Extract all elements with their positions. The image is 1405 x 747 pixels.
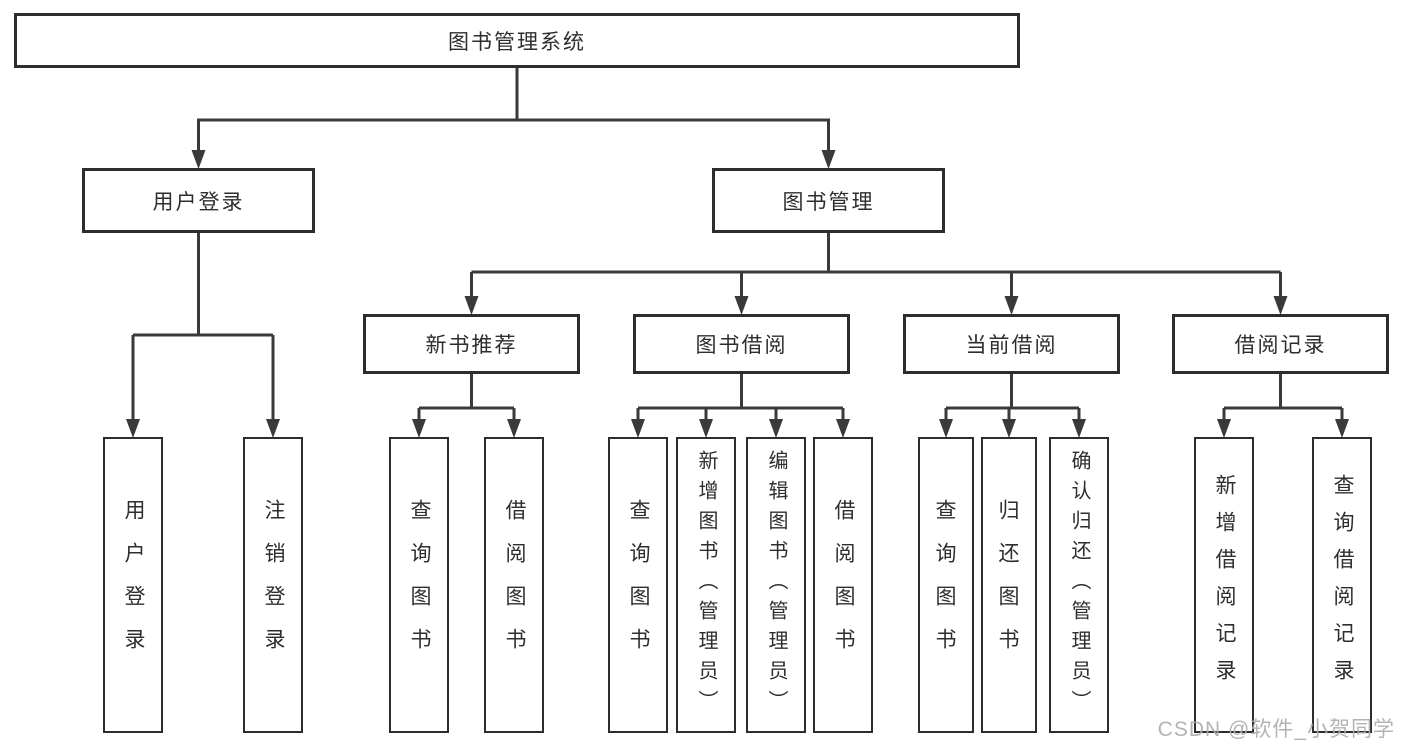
leaf-query-borrow-record: 查询借阅记录	[1312, 437, 1372, 733]
leaf-logout: 注销登录	[243, 437, 303, 733]
leaf-user-login: 用户登录	[103, 437, 163, 733]
connector-book-management-branch	[470, 233, 1282, 298]
connector-user-login-branch	[131, 233, 275, 421]
leaf-query-books-borrowing: 查询图书	[608, 437, 668, 733]
node-current-borrowing: 当前借阅	[903, 314, 1120, 374]
arrowheads	[126, 150, 1349, 438]
connector-book-borrow-branch	[636, 374, 845, 421]
leaf-add-borrow-record: 新增借阅记录	[1194, 437, 1254, 733]
node-borrowing-records: 借阅记录	[1172, 314, 1389, 374]
connector-root-to-level2	[197, 68, 830, 152]
node-book-management-branch: 图书管理	[712, 168, 945, 233]
leaf-add-books-admin: 新增图书（管理员）	[676, 437, 736, 733]
connector-borrow-record-branch	[1222, 374, 1344, 421]
leaf-query-books-current: 查询图书	[918, 437, 974, 733]
node-root-system: 图书管理系统	[14, 13, 1020, 68]
leaf-edit-books-admin: 编辑图书（管理员）	[746, 437, 806, 733]
leaf-return-books: 归还图书	[981, 437, 1037, 733]
connector-current-borrow-branch	[944, 374, 1081, 421]
leaf-borrow-books-recommend: 借阅图书	[484, 437, 544, 733]
node-user-login-branch: 用户登录	[82, 168, 315, 233]
leaf-borrow-books-borrowing: 借阅图书	[813, 437, 873, 733]
leaf-query-books-recommend: 查询图书	[389, 437, 449, 733]
node-book-borrowing: 图书借阅	[633, 314, 850, 374]
connector-new-book-branch	[417, 374, 516, 421]
leaf-confirm-return-admin: 确认归还（管理员）	[1049, 437, 1109, 733]
node-new-book-recommend: 新书推荐	[363, 314, 580, 374]
csdn-watermark: CSDN @软件_小贺同学	[1157, 718, 1395, 741]
